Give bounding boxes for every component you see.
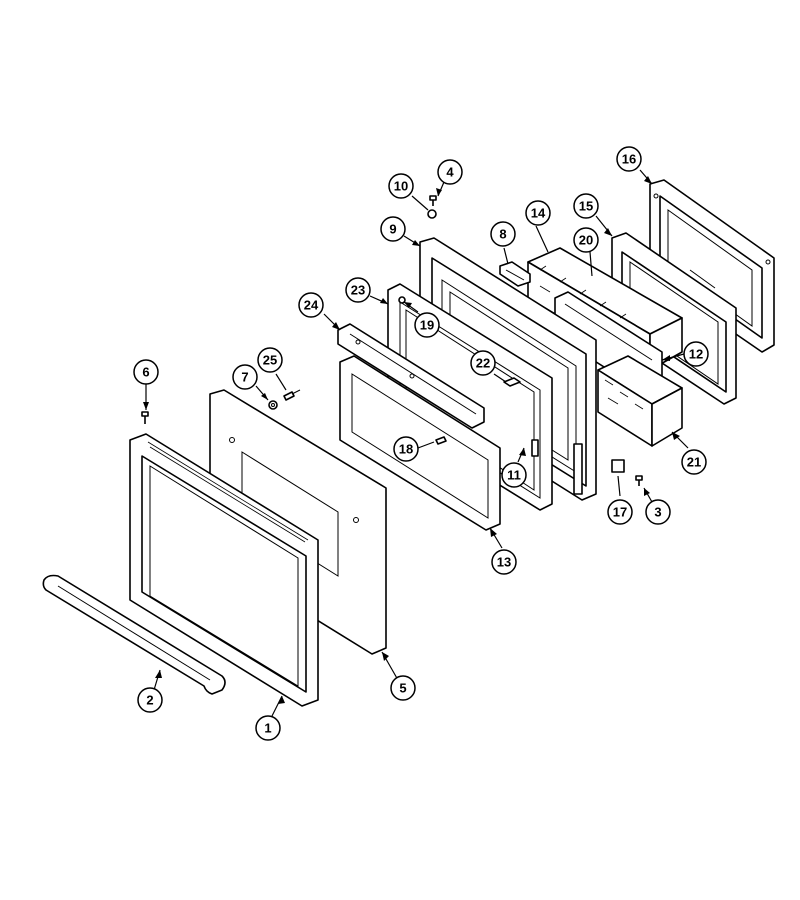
part-1-door-frame [129, 433, 319, 707]
part-8-vent-clip [499, 261, 531, 287]
callout-label: 1 [264, 721, 271, 736]
callout-5: 5 [390, 675, 416, 701]
part-21-lower-insulation [597, 355, 683, 447]
callout-label: 19 [420, 318, 434, 333]
part-2-door-handle [42, 574, 226, 695]
callout-12: 12 [683, 341, 709, 367]
callout-label: 20 [579, 233, 593, 248]
callout-label: 17 [613, 505, 627, 520]
callout-label: 15 [579, 199, 593, 214]
part-16-rear-frame [649, 179, 775, 353]
callout-19: 19 [414, 312, 440, 338]
part-3-screw [635, 475, 643, 486]
callout-14: 14 [525, 200, 551, 226]
callout-label: 24 [304, 298, 319, 313]
part-24-top-bracket [337, 323, 485, 429]
part-10-nut [427, 209, 437, 219]
callout-10: 10 [388, 173, 414, 199]
part-6-screw [141, 411, 149, 424]
callout-label: 13 [497, 555, 511, 570]
callout-label: 23 [351, 283, 365, 298]
callout-22: 22 [470, 350, 496, 376]
part-17-clip [611, 459, 625, 473]
callout-label: 22 [476, 356, 490, 371]
callout-7: 7 [232, 364, 258, 390]
part-25-screw [283, 389, 301, 401]
part-18-screw [435, 436, 447, 445]
callout-6: 6 [133, 359, 159, 385]
callout-1: 1 [255, 715, 281, 741]
callout-label: 12 [689, 347, 703, 362]
callout-13: 13 [491, 549, 517, 575]
part-22-clip [503, 377, 521, 387]
callout-label: 5 [399, 681, 406, 696]
callout-8: 8 [490, 221, 516, 247]
callout-21: 21 [681, 449, 707, 475]
callout-20: 20 [573, 227, 599, 253]
callout-label: 16 [622, 152, 636, 167]
part-7-nut [268, 400, 278, 410]
callout-24: 24 [298, 292, 324, 318]
callout-15: 15 [573, 193, 599, 219]
callout-label: 9 [389, 222, 396, 237]
callout-label: 25 [263, 353, 277, 368]
callout-label: 6 [142, 365, 149, 380]
callout-label: 21 [687, 455, 701, 470]
callout-label: 8 [499, 227, 506, 242]
callout-4: 4 [437, 159, 463, 185]
callout-label: 2 [146, 693, 153, 708]
callout-23: 23 [345, 277, 371, 303]
part-4-screw [429, 195, 437, 206]
callout-label: 7 [241, 370, 248, 385]
callout-11: 11 [501, 462, 527, 488]
callout-label: 14 [531, 206, 546, 221]
part-19-screw [398, 296, 406, 304]
callout-3: 3 [645, 499, 671, 525]
callout-18: 18 [393, 436, 419, 462]
callout-16: 16 [616, 146, 642, 172]
callout-9: 9 [380, 216, 406, 242]
callout-label: 4 [446, 165, 454, 180]
callout-label: 18 [399, 442, 413, 457]
leader-arrowheads [143, 176, 680, 704]
callout-label: 10 [394, 179, 408, 194]
part-13-door-glass [339, 355, 501, 531]
callout-25: 25 [257, 347, 283, 373]
callout-17: 17 [607, 499, 633, 525]
callout-2: 2 [137, 687, 163, 713]
callout-label: 3 [654, 505, 661, 520]
callout-label: 11 [507, 468, 521, 483]
